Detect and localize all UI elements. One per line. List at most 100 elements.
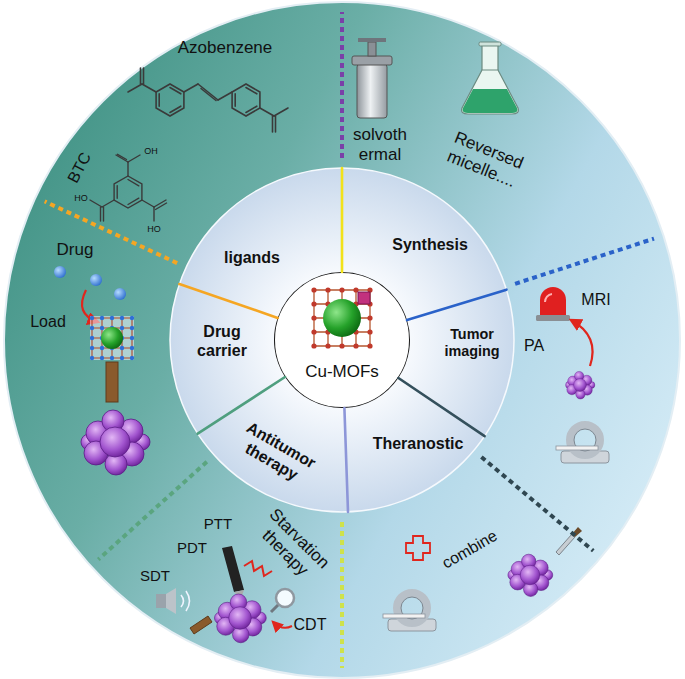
azobenzene-structure — [275, 116, 277, 132]
text-holder: solvoth ermal — [347, 125, 413, 165]
ultrasound-speaker — [166, 588, 176, 614]
btc-structure — [118, 154, 127, 159]
btc-structure — [90, 154, 167, 221]
azobenzene-structure — [234, 94, 236, 106]
azobenzene-structure — [246, 88, 257, 94]
dotted-divider — [515, 239, 654, 284]
knife-icon — [572, 527, 582, 537]
autoclave-icon — [352, 38, 392, 118]
btc-structure — [156, 203, 167, 210]
delivery-tube — [106, 362, 118, 402]
text-holder: Reversed micelle.... — [433, 124, 536, 197]
annotation-label: PTT — [204, 515, 232, 533]
text-holder: CDT — [210, 616, 410, 635]
tumor-cluster — [81, 410, 150, 475]
sector-divider — [179, 284, 277, 318]
text-holder: ligands — [182, 249, 322, 268]
btc-structure — [114, 176, 142, 208]
ring-edge — [170, 168, 514, 512]
autoclave-icon — [352, 56, 392, 65]
btc-structure — [116, 186, 117, 198]
starvation-zigzag — [244, 561, 272, 576]
magnifier — [276, 589, 294, 607]
text-holder: Theranostic — [348, 435, 488, 454]
signal-arrow — [571, 320, 593, 366]
btc-structure — [142, 200, 154, 207]
drug-molecules — [114, 288, 126, 300]
ultrasound-speaker — [181, 595, 184, 607]
siren-icon — [536, 287, 570, 321]
azobenzene-structure — [156, 84, 184, 116]
mof-structure — [358, 292, 370, 304]
annotation-label: PDT — [177, 539, 207, 557]
azobenzene-structure — [158, 94, 160, 106]
azobenzene-structure — [170, 106, 181, 112]
sector-label: Drug carrier — [186, 323, 258, 361]
text-holder: Load — [0, 313, 148, 332]
annotation-label: Drug — [57, 240, 94, 260]
laser-pen — [222, 546, 244, 598]
flask-icon — [462, 42, 519, 114]
drug-molecules — [54, 266, 126, 300]
sector-outline — [170, 284, 285, 434]
carrier-mof — [101, 327, 123, 349]
mof-structure — [323, 299, 361, 337]
siren-icon — [545, 294, 552, 302]
sector-label: ligands — [224, 249, 280, 268]
btc-structure — [103, 207, 104, 221]
azobenzene-structure — [184, 84, 198, 92]
azobenzene-structure — [201, 89, 216, 101]
scanner-icon — [383, 593, 436, 631]
btc-structure — [100, 207, 101, 221]
siren-icon — [536, 315, 570, 321]
azobenzene-structure — [260, 108, 274, 116]
mof-structure — [307, 283, 377, 353]
knife-icon — [556, 534, 575, 555]
btc-structure — [128, 180, 139, 186]
annotation-label: Starvation therapy — [246, 500, 338, 592]
text-holder: Starvation therapy — [246, 500, 338, 592]
azobenzene-structure — [218, 92, 232, 100]
flask-icon — [482, 45, 498, 71]
sector-outline — [344, 378, 484, 512]
annotation-label: HO — [74, 193, 88, 204]
ultrasound-speaker — [156, 594, 166, 608]
autoclave-icon — [358, 38, 386, 42]
sector-label: Synthesis — [392, 236, 468, 255]
mof-structure — [307, 283, 377, 353]
btc-structure — [128, 155, 140, 162]
center-circle: Cu-MOFs — [274, 272, 410, 408]
flask-icon — [463, 89, 518, 113]
annotation-label: solvoth ermal — [347, 125, 413, 165]
ultrasound-speaker — [186, 591, 190, 611]
sector-divider — [341, 168, 344, 272]
outer-disc — [4, 2, 680, 678]
flask-icon — [462, 70, 519, 114]
mof-structure — [314, 290, 370, 346]
sector-label: Theranostic — [373, 435, 464, 454]
dotted-divider — [45, 12, 654, 668]
circle-outline — [274, 272, 410, 408]
annotation-label: Azobenzene — [178, 38, 273, 58]
annotation-label: HO — [147, 224, 161, 235]
ring-sector: Theranostic — [344, 378, 485, 512]
dotted-divider — [98, 462, 207, 560]
azobenzene-structure — [198, 84, 218, 100]
drug-molecules — [54, 266, 66, 278]
tumor-cluster — [215, 594, 267, 643]
btc-structure — [102, 200, 114, 207]
ring-sector: Drug carrier — [170, 284, 285, 434]
btc-structure — [128, 198, 139, 204]
annotation-label: combine — [439, 527, 501, 574]
text-holder: BTC — [25, 75, 136, 260]
dotted-divider — [340, 522, 344, 668]
text-holder: HO — [0, 193, 181, 204]
cdt-arrow — [273, 622, 292, 628]
btc-structure — [90, 200, 102, 207]
text-holder: Azobenzene — [125, 38, 325, 58]
azobenzene-structure — [140, 68, 142, 84]
btc-structure — [154, 200, 166, 207]
autoclave-icon — [368, 42, 376, 56]
sector-divider — [179, 168, 506, 512]
